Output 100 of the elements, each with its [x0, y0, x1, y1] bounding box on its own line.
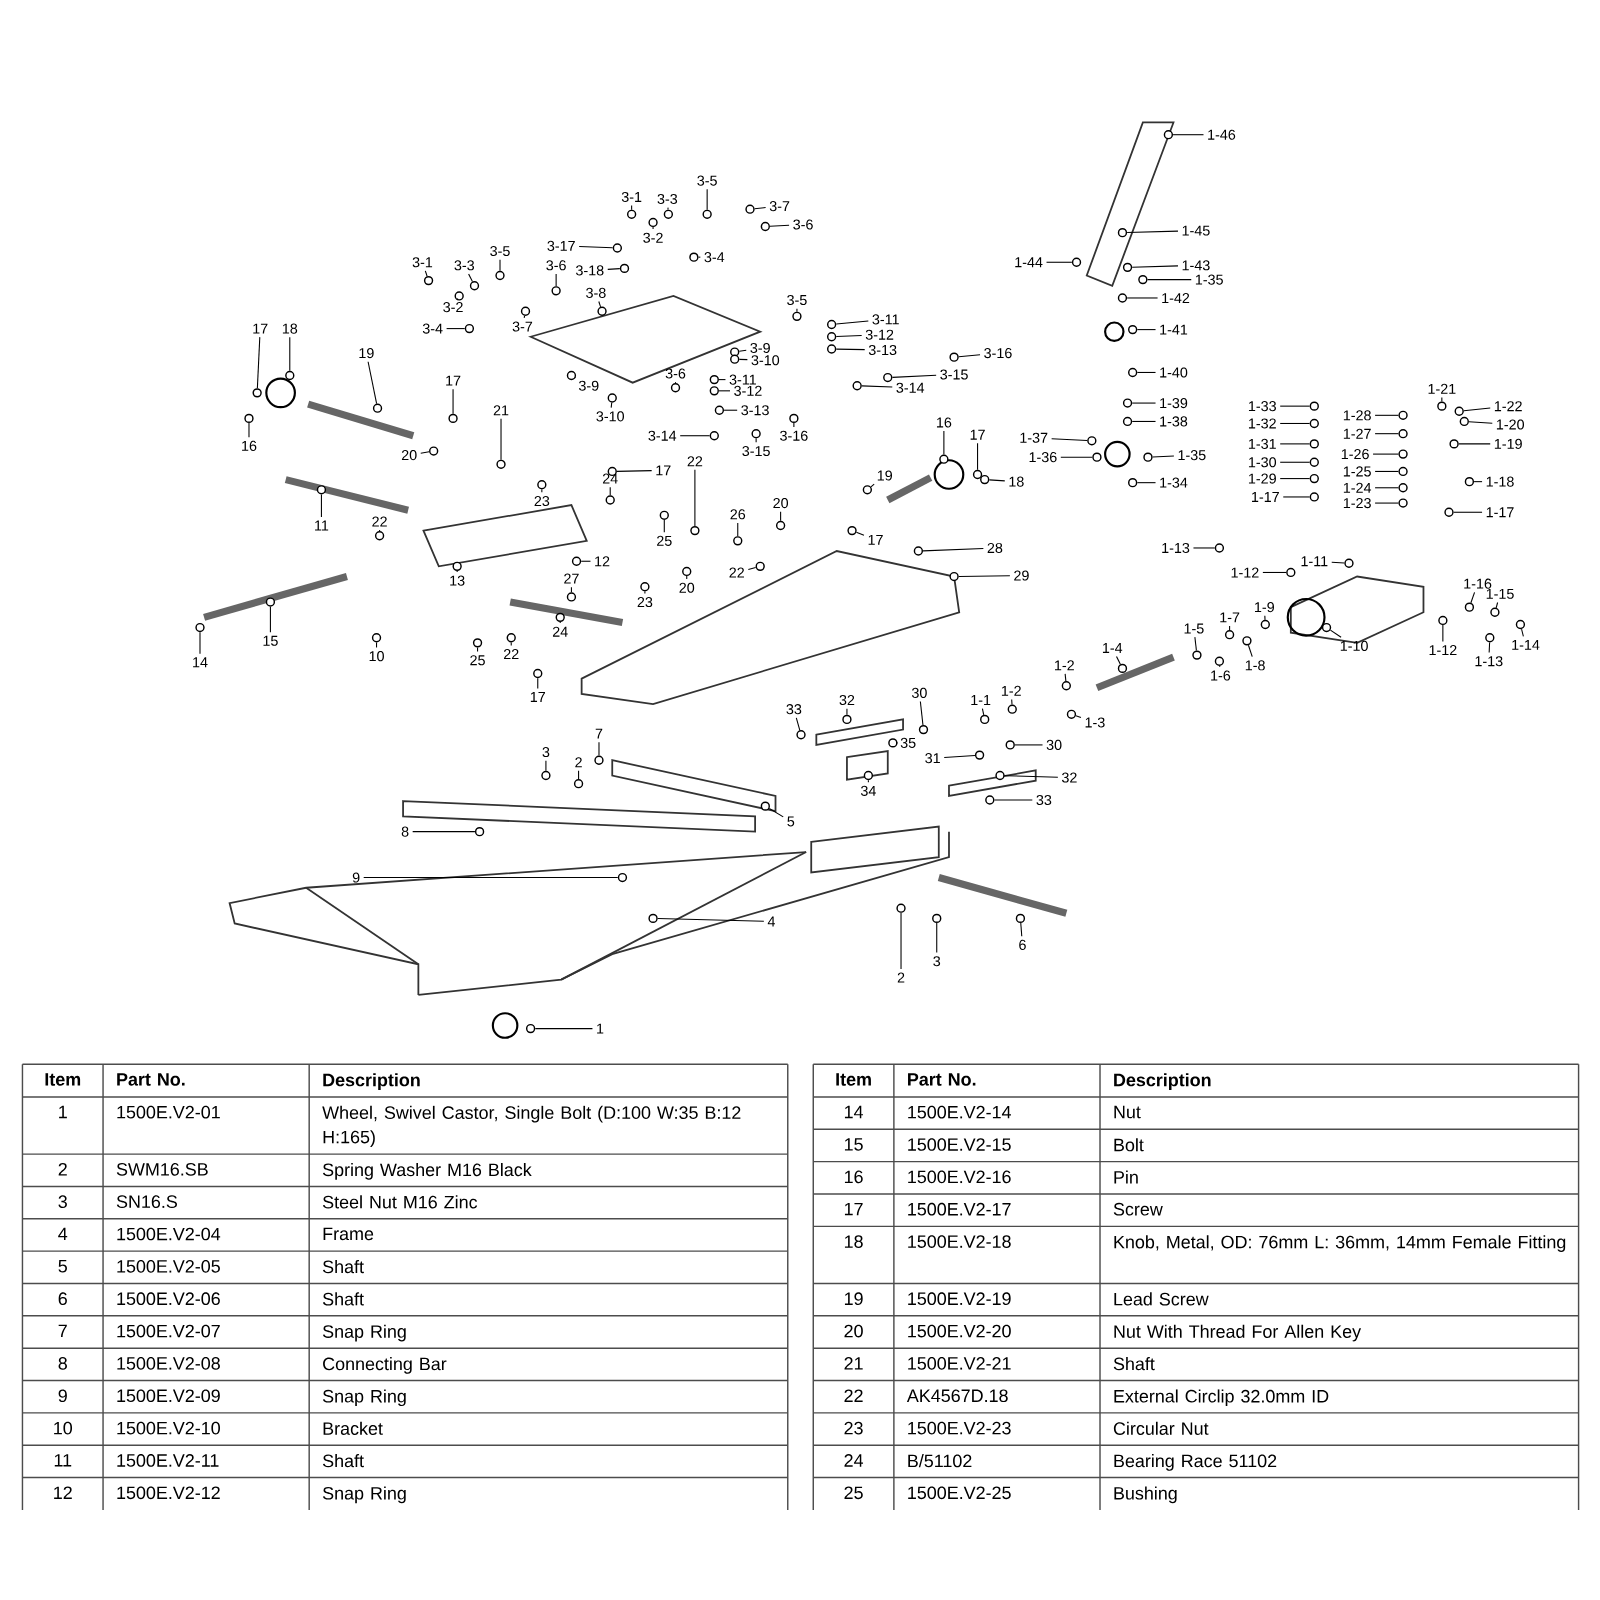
leader-line [616, 470, 653, 472]
item-number: 12 [54, 1486, 72, 1499]
description-text: Frame [323, 1227, 374, 1241]
part-point [1398, 498, 1408, 508]
part-point [847, 525, 857, 536]
part-point [659, 510, 669, 520]
callout-number: 1-26 [1341, 449, 1369, 460]
callout-number: 3-6 [665, 368, 686, 379]
part-point [533, 668, 543, 679]
item-number: 17 [844, 1202, 863, 1216]
leader-line [919, 701, 924, 726]
part-point [573, 779, 584, 789]
callout-number: 14 [193, 657, 208, 668]
leader-line [1219, 665, 1221, 668]
callout-number: 3-1 [412, 257, 433, 268]
leader-line [610, 402, 613, 409]
part-point [826, 332, 837, 342]
part-number: 1500E.V2-16 [908, 1170, 1011, 1184]
part-point [1242, 636, 1252, 646]
callout-number: 1-45 [1182, 225, 1210, 236]
leader-line [1051, 438, 1088, 442]
part-point [826, 344, 837, 354]
part-point [469, 281, 480, 291]
leader-line [1374, 487, 1399, 489]
leader-line [1374, 470, 1399, 472]
leader-line [657, 917, 765, 922]
callout-number: 1-35 [1195, 274, 1223, 285]
part-point [607, 393, 617, 403]
leader-line [1011, 698, 1013, 706]
leader-line [199, 631, 201, 655]
leader-line [780, 511, 782, 522]
callout-number: 1-8 [1245, 660, 1265, 671]
callout-number: 3-6 [546, 260, 566, 271]
part-point [709, 374, 719, 385]
callout-number: 3-10 [596, 411, 624, 422]
part-point [640, 582, 650, 592]
part-point [1128, 478, 1138, 488]
part-point [949, 571, 959, 582]
part-point [663, 209, 674, 219]
leader-line [376, 641, 378, 648]
leader-line [1004, 775, 1059, 778]
part-point [371, 633, 382, 643]
part-number: 1500E.V2-15 [908, 1138, 1011, 1151]
leader-line [578, 770, 580, 780]
part-point [1214, 543, 1225, 553]
callout-number: 3-11 [729, 374, 756, 385]
part-point [626, 209, 637, 219]
description-text: Wheel, Swivel Castor, Single Bolt (D:100 W:35 B:12 H:165) [322, 1105, 741, 1147]
part-point [1398, 410, 1408, 420]
part-number: 1500E.V2-06 [117, 1292, 220, 1306]
leader-line [1279, 461, 1311, 463]
part-point [252, 388, 262, 398]
part-point [472, 638, 483, 648]
leader-line [1136, 371, 1157, 373]
leader-line [1147, 279, 1192, 281]
item-number: 1 [59, 1105, 67, 1119]
part-point [792, 311, 802, 321]
callout-number: 17 [253, 323, 268, 334]
item-number: 15 [844, 1138, 863, 1151]
leader-line [747, 567, 757, 570]
leader-line [537, 677, 539, 689]
description-text: Snap Ring [322, 1389, 406, 1407]
part-point [1398, 466, 1408, 477]
part-point [1459, 416, 1469, 427]
part-point [1122, 398, 1133, 408]
callout-number: 1-17 [1252, 492, 1279, 502]
callout-number: 1-14 [1512, 640, 1540, 650]
leader-line [1229, 625, 1231, 631]
leader-line [1247, 644, 1253, 658]
part-number: 1500E.V2-12 [117, 1486, 220, 1500]
part-point [1061, 681, 1071, 691]
callout-number: 30 [1046, 739, 1062, 750]
leader-line [468, 273, 473, 283]
description-text: Pin [1114, 1170, 1138, 1184]
callout-number: 1-23 [1343, 498, 1371, 509]
callout-number: 1-36 [1029, 452, 1057, 463]
callout-number: 3-2 [443, 302, 463, 313]
callout-number: 1-12 [1231, 567, 1259, 578]
callout-number: 1-40 [1160, 367, 1188, 378]
part-point [1143, 452, 1153, 462]
part-point [1214, 656, 1225, 666]
item-number: 9 [58, 1389, 67, 1403]
callout-number: 1-18 [1486, 476, 1514, 487]
part-point [842, 714, 852, 725]
leader-line [1372, 453, 1399, 455]
leader-line [795, 717, 801, 731]
part-point [506, 633, 516, 643]
callout-number: 29 [1014, 570, 1029, 581]
callout-number: 33 [1036, 794, 1052, 806]
item-number: 14 [844, 1105, 863, 1119]
leader-line [1152, 455, 1175, 458]
callout-number: 1-21 [1428, 383, 1456, 394]
description-text: Nut With Thread For Allen Key [1114, 1324, 1362, 1342]
part-number: 1500E.V2-08 [117, 1357, 220, 1370]
item-number: 3 [58, 1195, 67, 1208]
callout-number: 22 [504, 649, 519, 660]
callout-number: 25 [657, 535, 672, 546]
callout-number: 31 [925, 753, 940, 764]
part-number: 1500E.V2-09 [117, 1389, 220, 1403]
part-point [454, 291, 464, 301]
